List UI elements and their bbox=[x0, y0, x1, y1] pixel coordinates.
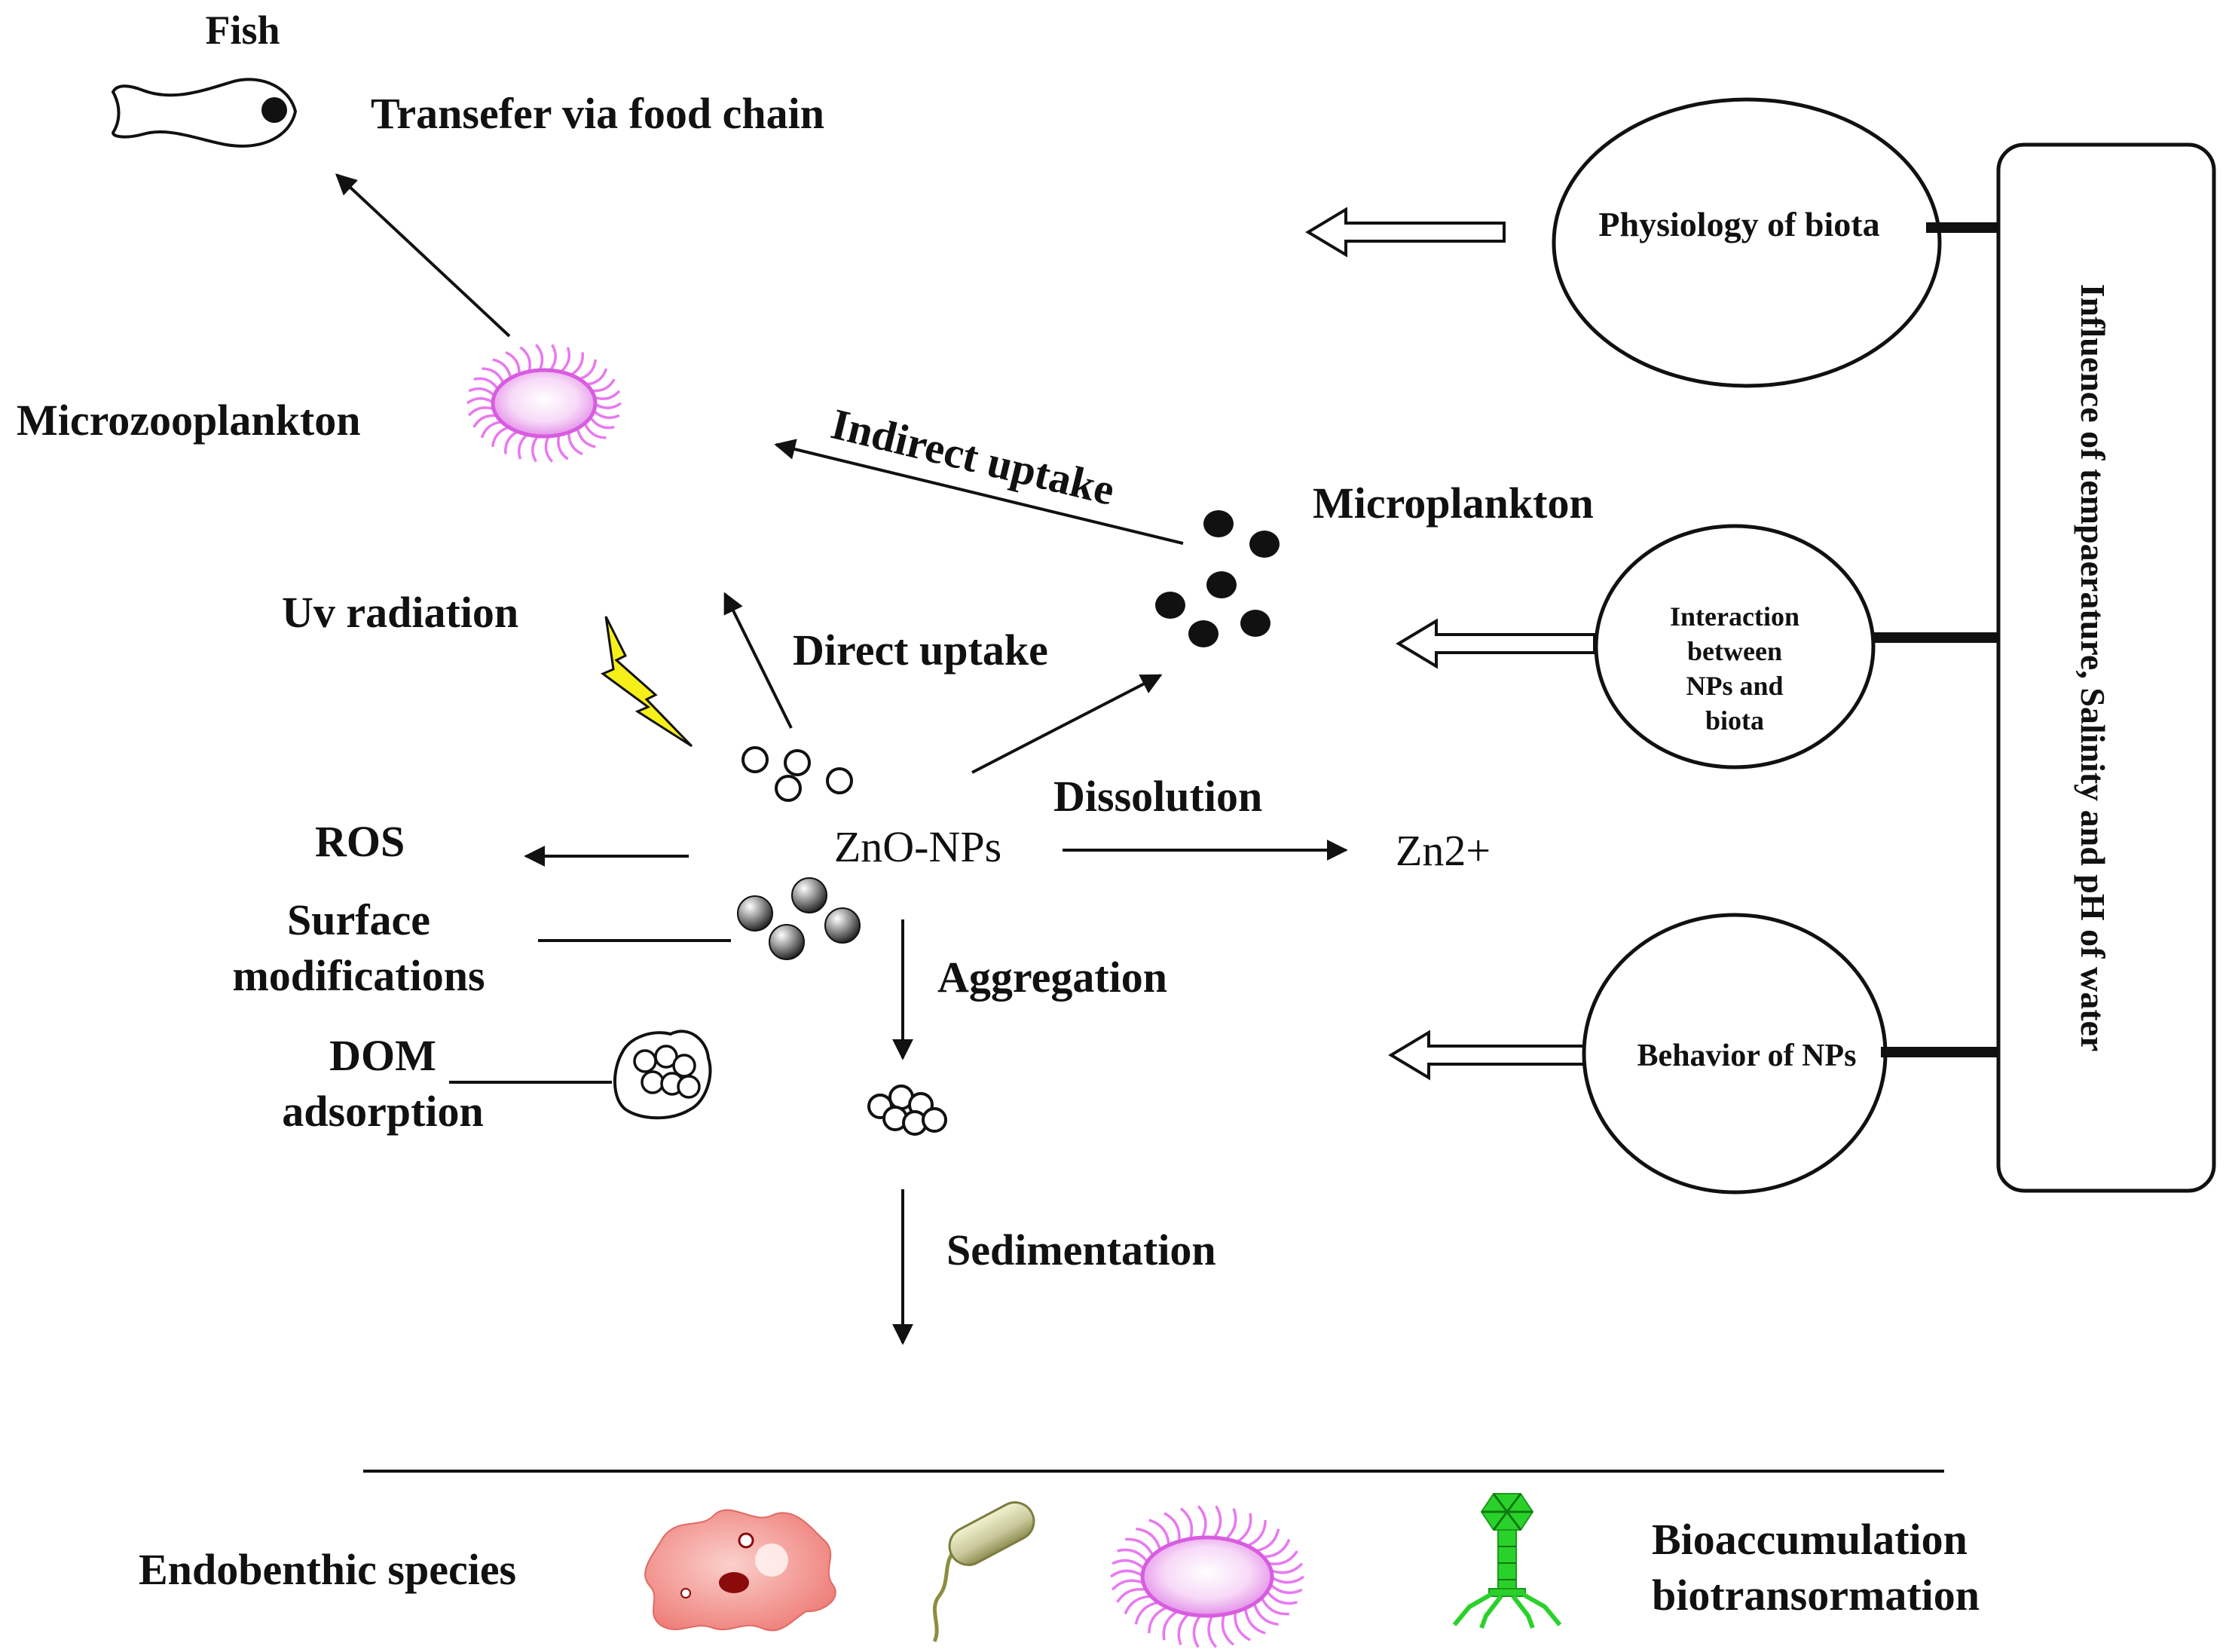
indirect-uptake-label: Indirect uptake bbox=[827, 399, 1120, 514]
cilium bbox=[589, 378, 616, 393]
cilium bbox=[1109, 1569, 1145, 1578]
dom-particle-icon bbox=[613, 1029, 712, 1120]
cilium bbox=[1116, 1588, 1149, 1603]
aggregation-label: Aggregation bbox=[937, 953, 1167, 1002]
bioaccumulation-label-line2: biotransormation bbox=[1652, 1571, 1980, 1620]
cilium bbox=[531, 433, 540, 463]
interaction-arrow bbox=[1396, 618, 1596, 669]
sedimentation-label: Sedimentation bbox=[946, 1225, 1216, 1274]
interaction-label-line2: between bbox=[1687, 636, 1782, 666]
interaction-label-line3: NPs and bbox=[1686, 671, 1783, 701]
cilium bbox=[557, 433, 569, 460]
cilium bbox=[544, 433, 554, 463]
direct-uptake-arrow bbox=[723, 592, 793, 729]
cilium bbox=[548, 344, 557, 373]
cilium bbox=[576, 426, 596, 448]
microplankton-label: Microplankton bbox=[1313, 479, 1594, 528]
cilium bbox=[1207, 1613, 1218, 1648]
surface-label-line1: Surface bbox=[287, 895, 430, 944]
amoeba-icon bbox=[644, 1509, 836, 1632]
cilium bbox=[1148, 1519, 1171, 1547]
fish-label: Fish bbox=[205, 8, 280, 53]
cilium bbox=[1212, 1505, 1222, 1540]
cilium bbox=[1221, 1612, 1235, 1646]
cilium bbox=[1270, 1575, 1305, 1584]
cilium bbox=[1234, 1513, 1252, 1544]
microplankton-icon bbox=[1155, 510, 1280, 647]
direct-uptake-label: Direct uptake bbox=[793, 626, 1048, 675]
cilium bbox=[593, 402, 622, 410]
zno-nps-label: ZnO-NPs bbox=[834, 822, 1001, 871]
cilium bbox=[1192, 1613, 1203, 1648]
surface-label-line2: modifications bbox=[232, 951, 485, 1000]
bacteriophage-icon bbox=[1452, 1493, 1562, 1629]
cilium bbox=[491, 425, 512, 448]
physiology-circle bbox=[1552, 97, 1942, 388]
cilium bbox=[1111, 1559, 1146, 1571]
cilium bbox=[468, 387, 497, 398]
ros-label: ROS bbox=[315, 817, 405, 866]
cilium bbox=[1177, 1611, 1191, 1646]
cilium bbox=[592, 408, 620, 420]
interaction-circle bbox=[1594, 524, 1876, 769]
physiology-label: Physiology of biota bbox=[1598, 205, 1879, 243]
interaction-label-line1: Interaction bbox=[1670, 601, 1799, 632]
cilium bbox=[492, 358, 512, 381]
zno-nanoparticles-icon bbox=[741, 746, 853, 802]
microzooplankton-icon bbox=[466, 344, 622, 463]
interaction-label-line4: biota bbox=[1705, 705, 1764, 736]
fish-icon bbox=[111, 78, 298, 148]
food-chain-arrow bbox=[335, 173, 511, 338]
food-chain-label: Transefer via food chain bbox=[371, 89, 824, 138]
dissolution-label: Dissolution bbox=[1053, 772, 1262, 821]
aggregate-icon bbox=[867, 1085, 947, 1136]
cilium bbox=[1243, 1606, 1266, 1635]
dom-label-line1: DOM bbox=[329, 1031, 436, 1080]
cilium bbox=[517, 432, 530, 460]
lightning-icon bbox=[600, 616, 693, 748]
cilium bbox=[568, 352, 584, 378]
cilium bbox=[584, 368, 608, 387]
to-microplankton-arrow bbox=[971, 674, 1163, 774]
cilium bbox=[592, 390, 621, 400]
modified-particles-icon bbox=[737, 877, 861, 960]
uv-radiation-label: Uv radiation bbox=[282, 588, 518, 637]
influence-box bbox=[1996, 142, 2216, 1193]
zn2-label: Zn2+ bbox=[1396, 826, 1491, 875]
cilium bbox=[519, 346, 531, 374]
cilium bbox=[558, 347, 571, 375]
cilium bbox=[1197, 1505, 1207, 1540]
bioaccumulation-label-line1: Bioaccumulation bbox=[1652, 1515, 1968, 1564]
protozoan-icon bbox=[1109, 1505, 1305, 1648]
cilium bbox=[1148, 1605, 1170, 1634]
cilium bbox=[1244, 1519, 1267, 1548]
cilium bbox=[576, 359, 597, 381]
behavior-label: Behavior of NPs bbox=[1637, 1039, 1857, 1073]
cilium bbox=[504, 429, 520, 454]
physiology-arrow bbox=[1305, 206, 1506, 258]
cilium bbox=[1265, 1550, 1298, 1565]
cilium bbox=[1268, 1582, 1303, 1595]
cilium bbox=[480, 420, 504, 439]
cilium bbox=[467, 406, 497, 417]
indirect-uptake-arrow bbox=[774, 439, 1184, 545]
cilium bbox=[472, 414, 499, 428]
dom-label-line2: adsorption bbox=[282, 1087, 484, 1136]
cilium bbox=[1162, 1609, 1180, 1641]
behavior-arrow bbox=[1388, 1029, 1588, 1081]
influence-label: Influence of tempaerature, Salinity and … bbox=[2074, 284, 2112, 1052]
bacterium-icon bbox=[932, 1501, 1035, 1643]
microzooplankton-label: Microzooplankton bbox=[17, 396, 361, 445]
cilium bbox=[1223, 1507, 1237, 1542]
cilium bbox=[466, 396, 495, 405]
cilium bbox=[1179, 1507, 1194, 1541]
cilium bbox=[534, 344, 544, 373]
endobenthic-label: Endobenthic species bbox=[139, 1545, 516, 1594]
